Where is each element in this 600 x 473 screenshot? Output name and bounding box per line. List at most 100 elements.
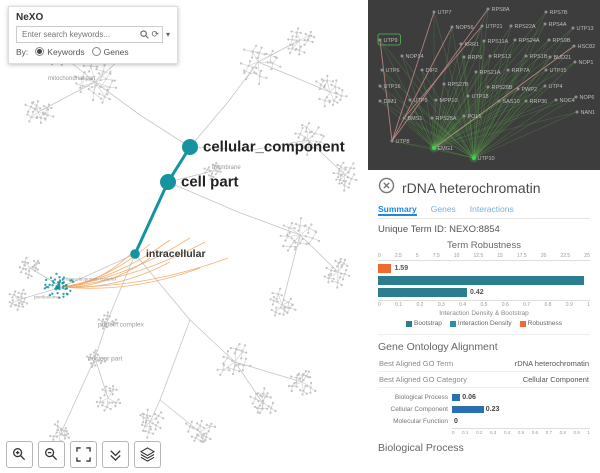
robustness-bar-row: 0.42 (378, 288, 590, 297)
network-node[interactable]: RPS11A (488, 39, 509, 45)
chevron-down-icon[interactable]: ▾ (165, 30, 170, 39)
network-node[interactable]: NAN1 (581, 110, 596, 116)
go-row-value: Cellular Component (522, 375, 589, 384)
tree-node-label[interactable]: membrane (212, 165, 241, 171)
network-node[interactable]: RRP36 (530, 99, 548, 105)
axis-tick: 0.1 (462, 430, 469, 435)
network-node[interactable]: RPS1B (530, 54, 548, 60)
network-node[interactable]: RRP7A (512, 68, 531, 74)
tree-node-label[interactable]: ribonucleoprotein complex (64, 276, 117, 282)
robustness-bar-row: 1.59 (378, 264, 590, 273)
network-node[interactable]: BMS1 (408, 116, 423, 122)
network-node[interactable]: BUD21 (554, 55, 572, 61)
network-node[interactable]: MPP10 (440, 98, 458, 104)
network-node[interactable]: UTP16 (384, 84, 401, 90)
go-chart-value: 0 (454, 417, 458, 425)
network-node[interactable]: RPS27B (448, 82, 469, 88)
network-node[interactable]: RPS8A (492, 7, 510, 13)
network-node[interactable]: RPS9B (553, 38, 571, 44)
radio-genes[interactable]: Genes (91, 47, 129, 57)
axis-tick: 0.6 (531, 430, 539, 435)
network-node[interactable]: DIP2 (426, 68, 438, 74)
network-node[interactable]: RPS7B (550, 10, 568, 16)
tree-node-label[interactable]: preribosome (34, 294, 60, 300)
search-panel: NeXO ⟳ ▾ By: Keywords Genes (8, 6, 178, 64)
tree-node-label[interactable]: intracellular (146, 248, 206, 260)
network-node[interactable]: NOP1 (579, 60, 594, 66)
network-node[interactable]: UTP6 (386, 68, 400, 74)
network-node[interactable]: UTP8 (396, 139, 410, 145)
search-input[interactable] (20, 29, 139, 40)
go-alignment-heading: Gene Ontology Alignment (378, 334, 590, 353)
network-node[interactable]: RPS25A (436, 116, 457, 122)
network-node[interactable]: HSC82 (578, 44, 596, 50)
network-node[interactable]: NOP56 (456, 25, 474, 31)
network-node[interactable]: UTP10 (478, 156, 495, 162)
tree-node-label[interactable]: mitochondrial part (48, 76, 96, 82)
network-node[interactable]: DIM1 (384, 99, 397, 105)
network-node[interactable]: SAS10 (503, 99, 520, 105)
gene-network-panel: UTP7 RPS8A RPS7B NOP56 UTP21 RPS22A RPS4A UTP13… (368, 0, 600, 170)
axis-tick: 0.8 (544, 302, 552, 308)
network-node[interactable]: KRR1 (465, 42, 480, 48)
tab-genes[interactable]: Genes (430, 204, 456, 214)
fit-to-screen-button[interactable] (70, 441, 97, 468)
network-node[interactable]: RPS4A (549, 22, 567, 28)
network-node[interactable]: RPS28B (492, 85, 513, 91)
ontology-canvas[interactable] (0, 0, 368, 473)
go-chart-bar (452, 393, 461, 401)
zoom-out-button[interactable] (38, 441, 65, 468)
close-icon[interactable] (378, 177, 395, 199)
collapse-all-button[interactable] (102, 441, 129, 468)
go-chart-category: Cellular Component (390, 405, 448, 413)
reset-icon[interactable]: ⟳ (151, 29, 159, 39)
tree-node-label[interactable]: nuclear part (88, 355, 123, 363)
network-node[interactable]: RRP9 (468, 55, 483, 61)
tree-node-label[interactable]: cell part (181, 173, 239, 191)
network-node[interactable]: RPS24A (519, 38, 540, 44)
axis-tick: 15 (497, 253, 503, 259)
tab-interactions[interactable]: Interactions (469, 204, 514, 214)
network-node[interactable]: UTP4 (549, 84, 563, 90)
go-chart-value: 0.23 (485, 405, 500, 413)
network-node[interactable]: RPS21A (480, 70, 501, 76)
network-node[interactable]: UTP21 (486, 24, 503, 30)
biological-process-heading: Biological Process (378, 442, 464, 454)
tree-node-label[interactable]: cellular_component (203, 138, 345, 156)
bar-robustness (378, 264, 392, 273)
network-node[interactable]: UTP13 (577, 26, 594, 32)
tab-summary[interactable]: Summary (378, 204, 417, 214)
search-icon[interactable] (140, 30, 150, 39)
layers-button[interactable] (134, 441, 161, 468)
network-node[interactable]: RPS22A (515, 24, 536, 30)
radio-keywords[interactable]: Keywords (35, 47, 85, 57)
network-node[interactable]: EMG1 (438, 146, 454, 152)
network-node[interactable]: UTP5 (414, 98, 428, 104)
unique-term-id: Unique Term ID: NEXO:8854 (378, 224, 500, 235)
network-node[interactable]: UTP15 (550, 68, 567, 74)
network-node[interactable]: NOC4 (560, 98, 575, 104)
tree-toolbar (6, 441, 161, 468)
network-node[interactable]: UTP9 (384, 38, 398, 44)
network-node[interactable]: UTP18 (472, 94, 489, 100)
network-node[interactable]: NOP6 (580, 95, 595, 101)
network-node[interactable]: UTP7 (438, 10, 452, 16)
axis-tick: 12.5 (473, 253, 484, 259)
network-node[interactable]: PWP2 (522, 87, 538, 93)
network-node[interactable]: POL5 (468, 114, 482, 120)
robustness-x-label: Interaction Density & Bootstrap (439, 310, 529, 317)
network-node[interactable]: NOP14 (406, 54, 424, 60)
zoom-in-button[interactable] (6, 441, 33, 468)
robustness-bars: 1.59 0.42 (378, 264, 590, 297)
network-canvas[interactable]: UTP7 RPS8A RPS7B NOP56 UTP21 RPS22A RPS4A UTP13… (368, 0, 600, 170)
axis-tick: 20 (540, 253, 547, 259)
axis-tick: 0.4 (503, 430, 511, 435)
tree-node-label[interactable]: protein complex (98, 321, 144, 329)
network-node[interactable]: RPS13 (494, 54, 511, 60)
axis-tick: 10 (453, 253, 460, 259)
legend-swatch (519, 320, 526, 327)
